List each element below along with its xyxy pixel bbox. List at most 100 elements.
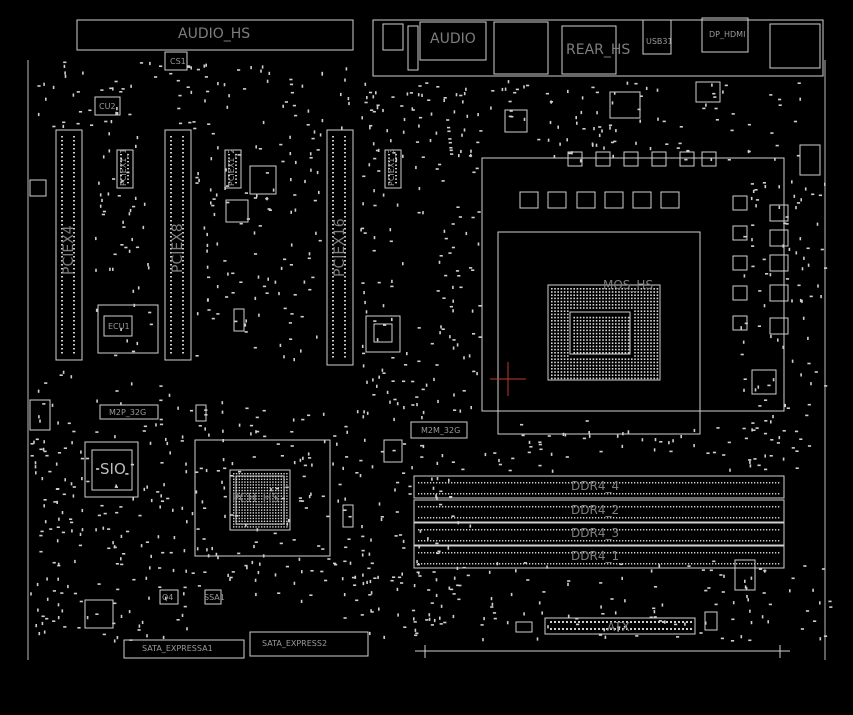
smd-part (373, 577, 377, 579)
bga-ball (634, 358, 636, 360)
dimm-pin (772, 552, 774, 554)
smd-part (457, 521, 460, 525)
bga-ball (647, 364, 649, 367)
bga-ball (554, 336, 556, 338)
bga-ball (602, 348, 604, 351)
bga-ball (554, 294, 556, 296)
bga-ball (618, 326, 620, 328)
bga-ball (602, 364, 604, 367)
pch-ball (280, 503, 282, 506)
smd-part (778, 185, 780, 189)
atx-pin (654, 628, 656, 630)
dimm-pin (481, 552, 483, 554)
pch-ball (255, 495, 257, 497)
dimm-pin (745, 517, 747, 519)
dimm-pin (640, 506, 642, 508)
slot-pin (332, 172, 334, 174)
bga-ball (560, 358, 563, 360)
pch-ball (252, 517, 254, 520)
pch-ball (269, 498, 271, 500)
bga-ball (621, 320, 623, 322)
smd-part (186, 627, 188, 631)
dimm-pin (571, 552, 573, 554)
smd-part (795, 251, 798, 255)
smd-part (303, 280, 306, 284)
dimm-pin (487, 493, 489, 495)
dimm-pin (655, 529, 657, 531)
smd-part (491, 602, 494, 606)
pch-ball (280, 473, 282, 475)
smd-part (743, 378, 747, 380)
dimm-pin (493, 529, 495, 531)
dimm-pin (547, 540, 549, 542)
bga-ball (602, 297, 604, 300)
dimm-pin (505, 540, 507, 542)
dimm-pin (454, 482, 456, 484)
dimm-pin (469, 529, 471, 531)
dimm-pin (622, 517, 624, 519)
smd-part (57, 577, 59, 581)
bga-ball (624, 336, 627, 338)
smd-part (267, 277, 269, 281)
pch-ball (244, 481, 246, 483)
smd-part (107, 192, 110, 196)
pch-ball (275, 503, 277, 506)
pch-ball (249, 526, 252, 528)
pch-ball (266, 523, 268, 525)
dimm-pin (652, 563, 654, 565)
pch-ball (238, 517, 240, 520)
smd-part (408, 493, 412, 495)
smd-part (322, 412, 325, 416)
bga-ball (634, 326, 636, 328)
dimm-pin (580, 506, 582, 508)
dimm-pin (739, 506, 741, 508)
smd-part (227, 573, 229, 577)
smd-part (56, 488, 60, 490)
slot-pin (344, 240, 346, 242)
dimm-pin (568, 517, 570, 519)
bga-ball (611, 336, 614, 338)
dimm-pin (697, 517, 699, 519)
bga-ball (586, 288, 588, 290)
dimm-pin (757, 517, 759, 519)
ssa1-label: SSA1 (204, 593, 225, 602)
smd-part (192, 121, 196, 123)
smd-part (337, 499, 339, 503)
pch-ball-array (233, 473, 288, 528)
bga-ball (579, 339, 582, 341)
smd-part (550, 452, 553, 456)
smd-part (201, 500, 204, 504)
bga-ball (573, 361, 575, 364)
bga-ball (647, 300, 649, 303)
slot-pin (182, 208, 184, 210)
dimm-pin (529, 563, 531, 565)
dimm-pin (688, 552, 690, 554)
slot-pin (170, 292, 172, 294)
smd-part (801, 299, 803, 303)
smd-part (679, 126, 683, 128)
dimm-pin (661, 517, 663, 519)
slot-pin (120, 154, 122, 156)
dimm-pin (559, 517, 561, 519)
dimm-pin (457, 506, 459, 508)
smd-part (776, 442, 780, 444)
dimm-pin (739, 540, 741, 542)
smd-part (416, 560, 418, 564)
smd-part (361, 535, 365, 538)
bga-ball (573, 288, 575, 290)
bga-ball (653, 320, 655, 322)
smd-part (603, 146, 605, 150)
bga-ball (586, 326, 588, 328)
smd-part (645, 86, 648, 90)
slot-pin (332, 184, 334, 186)
bga-ball (615, 316, 617, 319)
smd-part (482, 638, 484, 642)
bga-ball (653, 300, 655, 303)
smd-part (547, 625, 549, 629)
atx-pin (690, 628, 692, 630)
smd-part (276, 443, 280, 445)
smd-part (160, 500, 165, 502)
smd-part (508, 100, 512, 103)
bga-ball (656, 323, 659, 325)
slot-pin (170, 332, 172, 334)
